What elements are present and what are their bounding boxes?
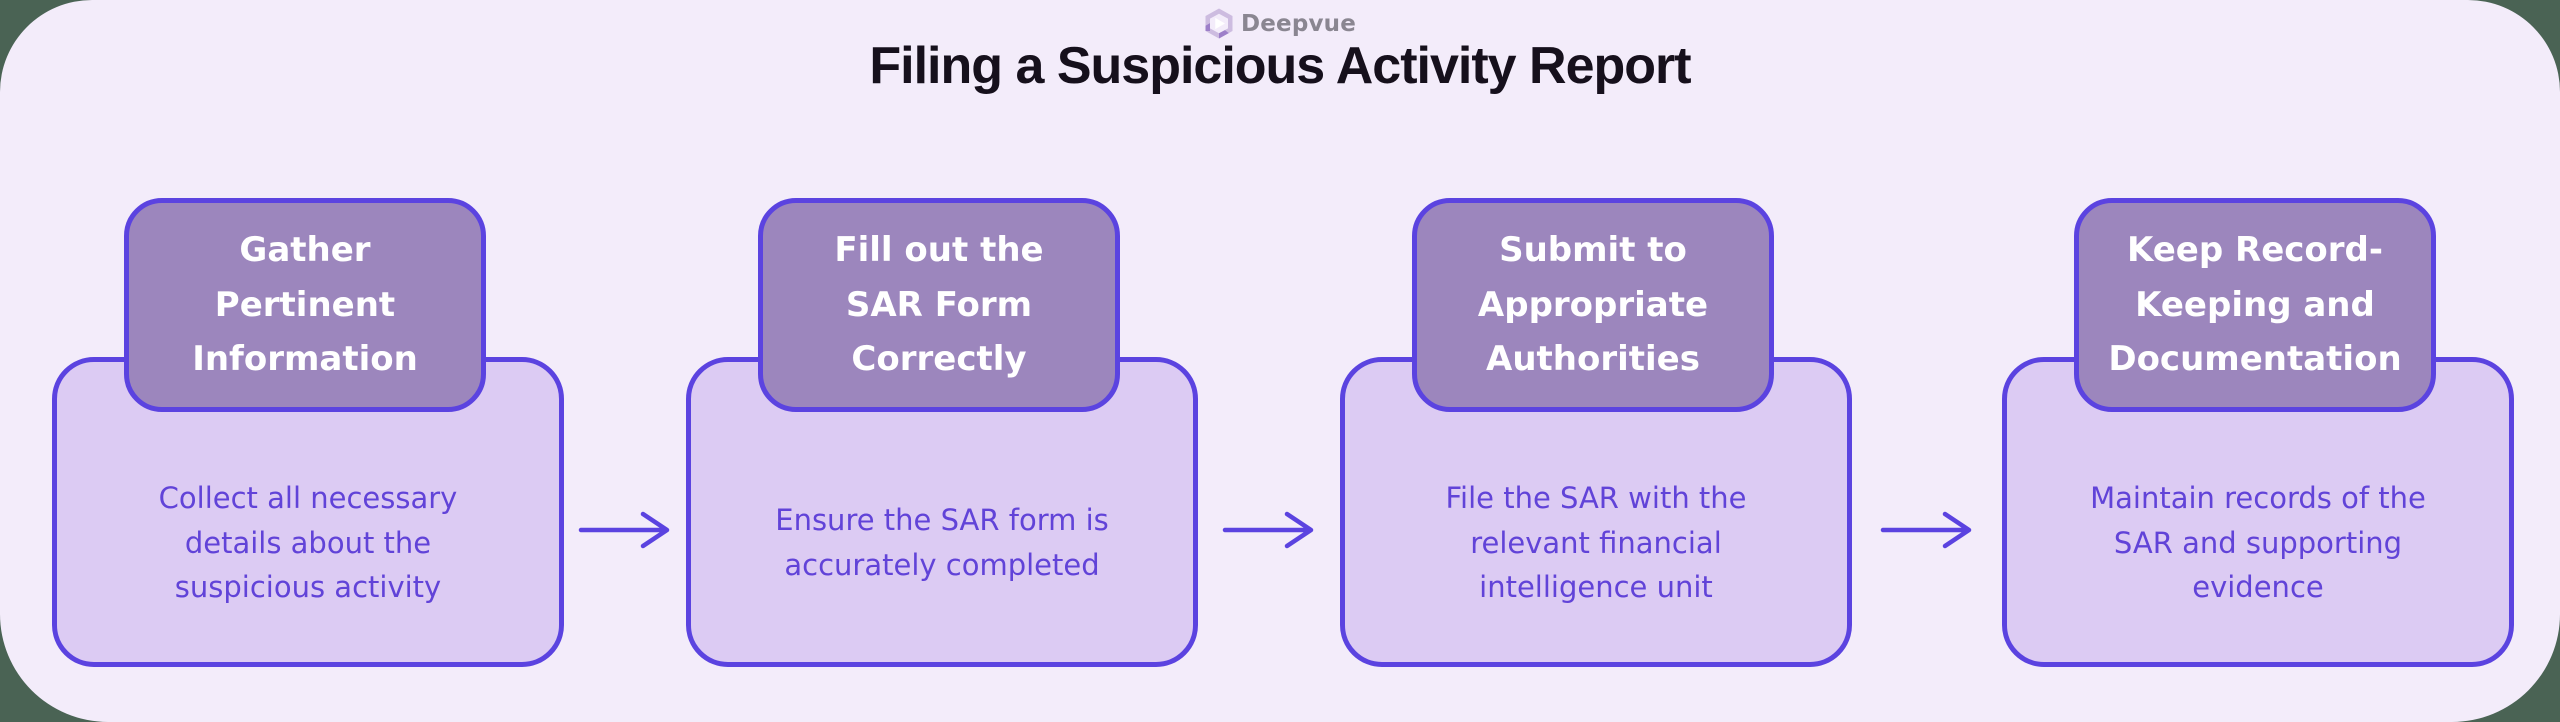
step-2-heading: Fill out the SAR Form Correctly <box>834 230 1044 380</box>
deepvue-hexagon-icon <box>1205 8 1233 39</box>
step-4-description: Maintain records of the SAR and supporti… <box>2090 480 2426 605</box>
arrow-right-icon <box>1880 511 1972 549</box>
step-group-2: Ensure the SAR form is accurately comple… <box>686 198 1198 667</box>
step-group-3: File the SAR with the relevant financial… <box>1340 198 1852 667</box>
step-4-heading: Keep Record- Keeping and Documentation <box>2108 230 2402 380</box>
page-title: Filing a Suspicious Activity Report <box>869 37 1691 95</box>
step-3-heading: Submit to Appropriate Authorities <box>1477 230 1709 380</box>
step-1-description-box: Collect all necessary details about the … <box>52 357 564 667</box>
step-2-description: Ensure the SAR form is accurately comple… <box>775 503 1109 582</box>
step-group-1: Collect all necessary details about the … <box>52 198 564 667</box>
arrow-right-icon <box>578 511 670 549</box>
deepvue-brand-name: Deepvue <box>1240 10 1357 37</box>
step-group-4: Maintain records of the SAR and supporti… <box>2002 198 2514 667</box>
step-4-heading-box: Keep Record- Keeping and Documentation <box>2074 198 2436 412</box>
step-1-heading: Gather Pertinent Information <box>192 230 418 380</box>
arrow-right-icon <box>1222 511 1314 549</box>
deepvue-logo: Deepvue <box>0 7 2560 40</box>
step-3-heading-box: Submit to Appropriate Authorities <box>1412 198 1774 412</box>
step-2-heading-box: Fill out the SAR Form Correctly <box>758 198 1120 412</box>
step-1-description: Collect all necessary details about the … <box>158 480 458 605</box>
step-1-heading-box: Gather Pertinent Information <box>124 198 486 412</box>
step-3-description: File the SAR with the relevant financial… <box>1445 480 1747 605</box>
